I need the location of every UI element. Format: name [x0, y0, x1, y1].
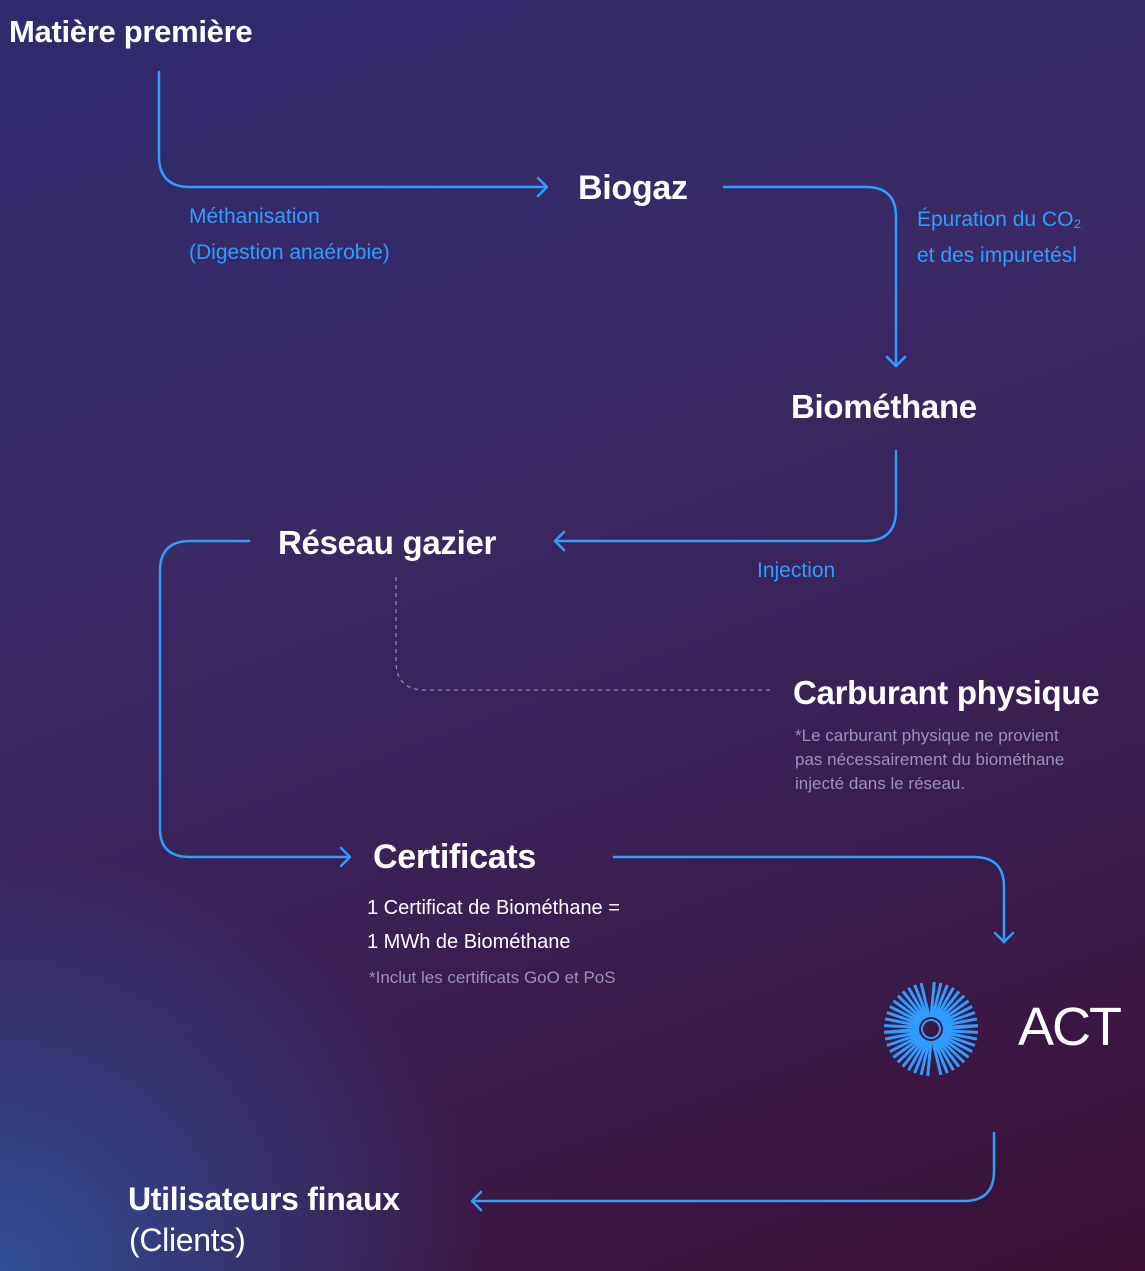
logo-ray — [942, 1030, 978, 1041]
certificats-equivalence-line2: 1 MWh de Biométhane — [367, 931, 571, 953]
logo-ray — [883, 1027, 920, 1034]
logo-ray — [913, 1039, 930, 1074]
arrow-matiere-to-biogaz — [157, 70, 548, 189]
label-methanisation-line2: (Digestion anaérobie) — [189, 241, 390, 264]
logo-ray — [940, 1005, 973, 1024]
certificats-equivalence-line1: 1 Certificat de Biométhane = — [367, 897, 620, 919]
node-utilisateurs-finaux: Utilisateurs finaux — [128, 1181, 400, 1217]
logo-ray — [896, 994, 925, 1022]
logo-ray — [931, 1040, 943, 1076]
logo-ray — [934, 986, 955, 1019]
logo-ray — [929, 981, 936, 1018]
label-epuration-line1: Épuration du CO₂ — [917, 208, 1082, 231]
logo-ray — [926, 1040, 933, 1077]
logo-ray — [896, 1036, 925, 1064]
logo-ray — [941, 1011, 976, 1026]
note-carburant-line2: pas nécessairement du biométhane — [795, 750, 1065, 769]
arrow-act-to-utilisateurs — [471, 1131, 996, 1203]
logo-ray — [942, 1017, 978, 1028]
node-matiere-premiere: Matière première — [9, 14, 253, 49]
arrow-certificats-to-act — [612, 855, 1006, 944]
logo-ray — [940, 1034, 973, 1053]
logo-ray — [886, 1032, 921, 1047]
logo-ray — [934, 1039, 955, 1072]
node-reseau-gazier: Réseau gazier — [278, 524, 497, 561]
logo-ray — [892, 999, 923, 1023]
label-methanisation-line1: Méthanisation — [189, 205, 320, 228]
note-carburant: *Le carburant physique ne provient pas n… — [795, 724, 1064, 796]
dashed-reseau-to-carburant — [395, 577, 772, 691]
arrowhead-utilisateurs — [470, 1190, 483, 1212]
logo-ray — [884, 1017, 920, 1028]
arrow-reseau-to-certificats — [158, 539, 351, 859]
arrowhead-biogaz — [536, 176, 549, 198]
logo-ray — [884, 1030, 920, 1041]
label-injection: Injection — [757, 559, 836, 582]
node-biomethane: Biométhane — [791, 388, 977, 425]
act-sunburst-logo — [883, 981, 979, 1077]
arrow-biomethane-to-reseau — [554, 449, 898, 543]
logo-ray — [889, 1034, 922, 1053]
logo-ray — [884, 1024, 920, 1029]
logo-ray — [942, 1029, 978, 1034]
note-carburant-line1: *Le carburant physique ne provient — [795, 726, 1059, 745]
logo-ray — [937, 1036, 966, 1064]
node-carburant-physique: Carburant physique — [793, 674, 1100, 711]
label-epuration-line2: et des impuretésl — [917, 244, 1077, 267]
logo-ray — [886, 1011, 921, 1026]
logo-ray — [913, 984, 930, 1019]
logo-ray — [932, 1039, 949, 1074]
logo-ray — [939, 1035, 970, 1059]
logo-ray — [901, 1038, 926, 1068]
logo-ray — [936, 1038, 961, 1068]
logo-ray — [936, 990, 961, 1020]
arrowhead-reseau — [553, 530, 566, 552]
node-certificats: Certificats — [373, 838, 536, 876]
logo-ray — [919, 982, 931, 1018]
node-act: ACT — [1018, 997, 1122, 1057]
logo-ray — [939, 999, 970, 1023]
logo-ray — [889, 1005, 922, 1024]
logo-ray — [937, 994, 966, 1022]
logo-ray — [892, 1035, 923, 1059]
arrowhead-biomethane — [885, 355, 907, 368]
logo-ray — [901, 990, 926, 1020]
arrowhead-act — [993, 931, 1015, 944]
label-methanisation: Méthanisation (Digestion anaérobie) — [189, 199, 390, 271]
node-clients: (Clients) — [129, 1222, 246, 1258]
note-certificats-inclut: *Inclut les certificats GoO et PoS — [369, 968, 616, 987]
certificats-equivalence: 1 Certificat de Biométhane = 1 MWh de Bi… — [367, 891, 620, 959]
logo-ray — [907, 986, 928, 1019]
arrowhead-certificats — [339, 846, 352, 868]
logo-ray — [932, 984, 949, 1019]
label-epuration: Épuration du CO₂ et des impuretésl — [917, 202, 1082, 274]
logo-ray — [941, 1032, 976, 1047]
logo-ray — [931, 982, 943, 1018]
logo-ray — [907, 1039, 928, 1072]
arrow-biogaz-to-biomethane — [722, 185, 898, 368]
node-biogaz: Biogaz — [578, 169, 688, 207]
logo-ray — [919, 1040, 931, 1076]
logo-ray — [942, 1024, 978, 1029]
note-carburant-line3: injecté dans le réseau. — [795, 774, 966, 793]
